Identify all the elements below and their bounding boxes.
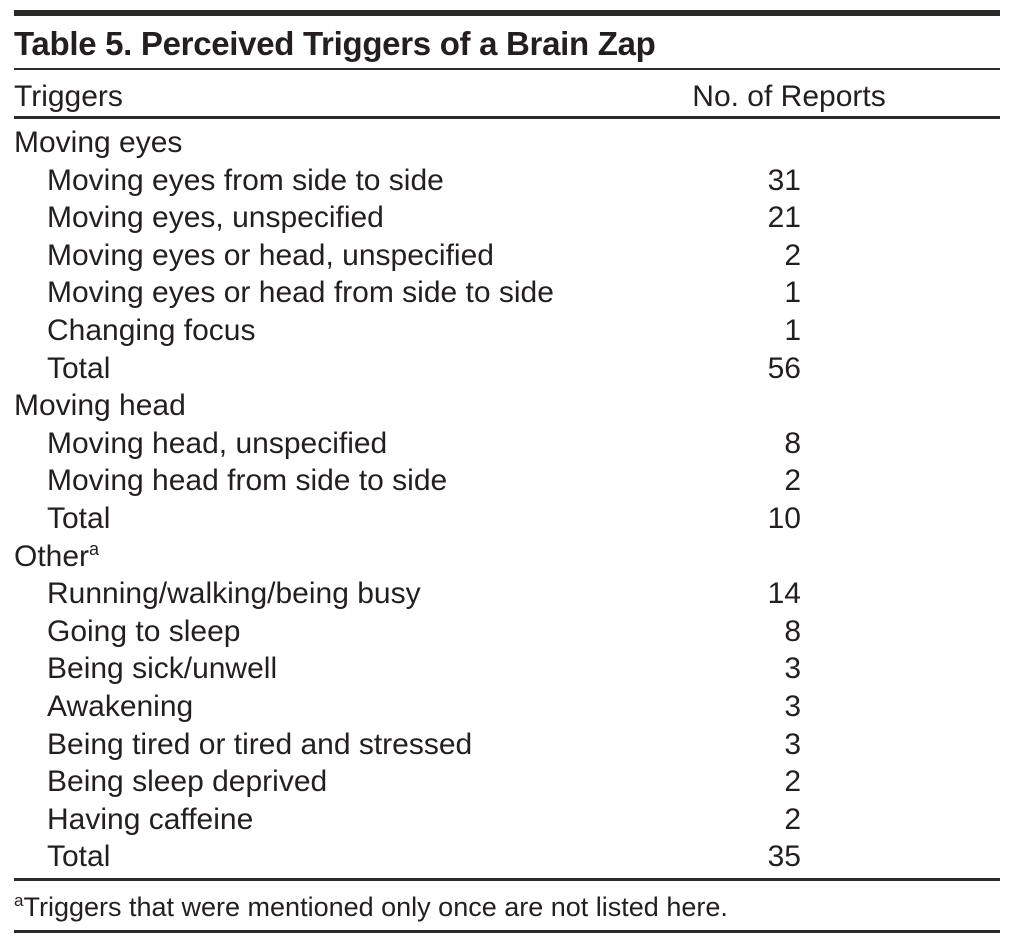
table-row: Being sleep deprived 2 — [14, 763, 1000, 801]
row-label-text: Moving eyes, unspecified — [47, 201, 384, 235]
row-label: Total — [47, 350, 110, 388]
table-title: Table 5. Perceived Triggers of a Brain Z… — [14, 25, 656, 62]
row-value: 2 — [784, 238, 801, 272]
row-label: Going to sleep — [47, 613, 240, 651]
row-label-text: Having caffeine — [47, 802, 254, 836]
row-label: Being tired or tired and stressed — [47, 726, 472, 764]
row-label: Running/walking/being busy — [47, 575, 421, 613]
row-label: Moving eyes or head from side to side — [47, 274, 554, 312]
row-value: 3 — [784, 727, 801, 761]
column-header-no-of-reports: No. of Reports — [692, 80, 886, 113]
row-label-text: Running/walking/being busy — [47, 577, 421, 611]
row-label-text: Moving head from side to side — [47, 464, 448, 498]
row-label-text: Being sick/unwell — [47, 652, 278, 686]
row-label: Changing focus — [47, 312, 255, 350]
row-value: 56 — [767, 351, 801, 385]
row-group-label: Moving eyes — [14, 124, 182, 162]
row-label-text: Total — [47, 351, 111, 385]
row-label-text: Awakening — [47, 689, 194, 723]
row-label: Moving head, unspecified — [47, 425, 387, 463]
table-row: Moving head, unspecified 8 — [14, 425, 1000, 463]
row-label: Having caffeine — [47, 801, 253, 839]
table-row: Being tired or tired and stressed 3 — [14, 726, 1000, 764]
row-label-text: Moving head — [14, 389, 186, 423]
table-row: Moving eyes or head, unspecified 2 — [14, 237, 1000, 275]
row-label-text: Moving eyes — [14, 126, 183, 159]
table-row: Changing focus 1 — [14, 312, 1000, 350]
row-label-text: Changing focus — [47, 313, 256, 347]
table-row: Total 35 — [14, 838, 1000, 876]
row-label-text: Moving head, unspecified — [47, 426, 388, 460]
row-group-label: Moving head — [14, 387, 186, 425]
table-header-row: Triggers No. of Reports — [14, 78, 1000, 116]
row-label-text: Being tired or tired and stressed — [47, 727, 473, 761]
row-label-text: Total — [47, 501, 111, 535]
row-label-superscript: a — [89, 538, 100, 559]
row-label: Moving eyes from side to side — [47, 162, 444, 200]
row-value: 3 — [784, 652, 801, 686]
row-label-text: Other — [14, 539, 90, 573]
table-row: Awakening 3 — [14, 688, 1000, 726]
row-value: 35 — [767, 840, 801, 874]
table-row: Being sick/unwell 3 — [14, 650, 1000, 688]
row-value: 3 — [784, 689, 801, 723]
row-value: 14 — [767, 577, 801, 611]
table-footnote: aTriggers that were mentioned only once … — [14, 888, 1000, 926]
table-row: Othera — [14, 538, 1000, 576]
title-separator-rule — [14, 68, 1000, 70]
footnote-marker: a — [14, 891, 24, 910]
row-value: 1 — [784, 276, 801, 310]
row-label-text: Moving eyes or head from side to side — [47, 276, 554, 310]
column-header-triggers: Triggers — [14, 80, 123, 113]
row-label-text: Being sleep deprived — [47, 765, 328, 799]
row-value: 8 — [784, 614, 801, 648]
row-label: Moving eyes or head, unspecified — [47, 237, 494, 275]
row-label-text: Going to sleep — [47, 614, 241, 648]
table-row: Moving eyes or head from side to side 1 — [14, 274, 1000, 312]
row-value: 31 — [767, 163, 801, 197]
row-label: Total — [47, 500, 110, 538]
table-row: Total 56 — [14, 350, 1000, 388]
row-label-text: Moving eyes or head, unspecified — [47, 238, 494, 272]
table-top-rule — [14, 10, 1000, 16]
row-value: 2 — [784, 765, 801, 799]
table-bottom-rule — [14, 930, 1000, 933]
row-label: Total — [47, 838, 110, 876]
table-row: Moving eyes from side to side 31 — [14, 162, 1000, 200]
table-row: Having caffeine 2 — [14, 801, 1000, 839]
table-row: Going to sleep 8 — [14, 613, 1000, 651]
row-label-text: Total — [47, 840, 111, 874]
row-value: 21 — [767, 201, 801, 235]
row-label-text: Moving eyes from side to side — [47, 163, 444, 197]
table-row: Moving head from side to side 2 — [14, 462, 1000, 500]
row-value: 2 — [784, 802, 801, 836]
footnote-text: Triggers that were mentioned only once a… — [23, 892, 728, 922]
row-value: 10 — [767, 501, 801, 535]
table-row: Total 10 — [14, 500, 1000, 538]
row-group-label: Othera — [14, 538, 99, 576]
table-row: Running/walking/being busy 14 — [14, 575, 1000, 613]
header-separator-rule — [14, 116, 1000, 119]
row-value: 2 — [784, 464, 801, 498]
table-row: Moving eyes, unspecified 21 — [14, 199, 1000, 237]
table-row: Moving eyes — [14, 124, 1000, 162]
row-label: Awakening — [47, 688, 193, 726]
table-row: Moving head — [14, 387, 1000, 425]
row-value: 8 — [784, 426, 801, 460]
row-value: 1 — [784, 313, 801, 347]
row-label: Being sick/unwell — [47, 650, 277, 688]
row-label: Moving head from side to side — [47, 462, 447, 500]
row-label: Moving eyes, unspecified — [47, 199, 384, 237]
row-label: Being sleep deprived — [47, 763, 327, 801]
body-bottom-rule — [14, 878, 1000, 881]
